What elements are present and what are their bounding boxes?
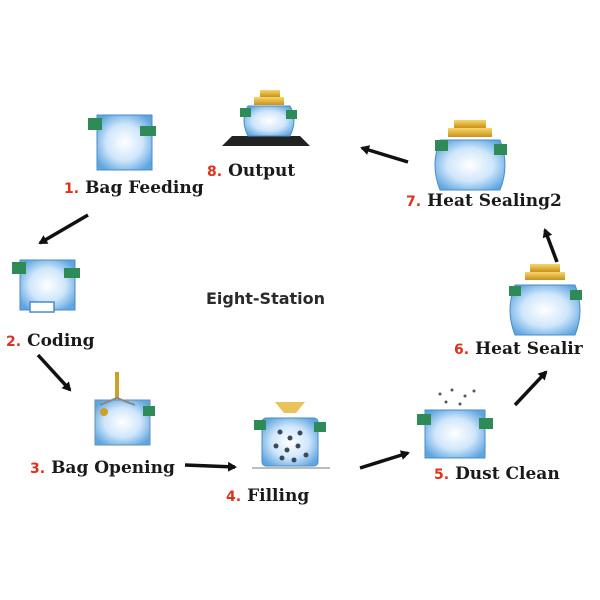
station-label-5: 5. Dust Clean <box>434 466 560 483</box>
output-icon <box>222 90 310 146</box>
bag-opening-icon <box>94 372 155 446</box>
diagram-center-title: Eight-Station <box>206 289 326 308</box>
station-name: Heat Sealir <box>475 339 583 359</box>
station-label-2: 2. Coding <box>6 333 95 350</box>
station-name: Bag Feeding <box>85 178 204 198</box>
station-name: Coding <box>27 331 95 351</box>
station-name: Output <box>228 161 296 181</box>
bag-feeding-icon <box>88 114 156 171</box>
filling-icon <box>252 402 330 469</box>
station-number: 2. <box>6 334 22 350</box>
heat-sealing-2-icon <box>434 120 507 191</box>
station-label-6: 6. Heat Sealir <box>454 341 583 358</box>
station-number: 5. <box>434 467 450 483</box>
station-number: 3. <box>30 461 46 477</box>
station-name: Bag Opening <box>51 458 175 478</box>
arrow-6-to-7 <box>542 228 559 263</box>
station-name: Dust Clean <box>455 464 560 484</box>
station-number: 1. <box>64 181 80 197</box>
arrow-7-to-8 <box>360 145 409 164</box>
arrow-2-to-3 <box>36 353 72 392</box>
dust-clean-icon <box>417 388 493 459</box>
station-label-4: 4. Filling <box>226 488 309 505</box>
station-label-3: 3. Bag Opening <box>30 460 175 477</box>
station-number: 6. <box>454 342 470 358</box>
heat-sealing-icon <box>509 264 582 336</box>
arrow-3-to-4 <box>184 461 237 472</box>
station-name: Heat Sealing2 <box>427 191 562 211</box>
arrow-4-to-5 <box>359 450 410 470</box>
station-name: Filling <box>247 486 310 506</box>
station-label-8: 8. Output <box>207 163 295 180</box>
arrow-5-to-6 <box>513 370 548 407</box>
station-number: 4. <box>226 489 242 505</box>
station-label-7: 7. Heat Sealing2 <box>406 193 562 210</box>
flow-arrows <box>36 145 559 472</box>
station-number: 8. <box>207 164 223 180</box>
coding-icon <box>12 259 80 313</box>
arrow-1-to-2 <box>38 213 89 245</box>
station-number: 7. <box>406 194 422 210</box>
station-label-1: 1. Bag Feeding <box>64 180 204 197</box>
